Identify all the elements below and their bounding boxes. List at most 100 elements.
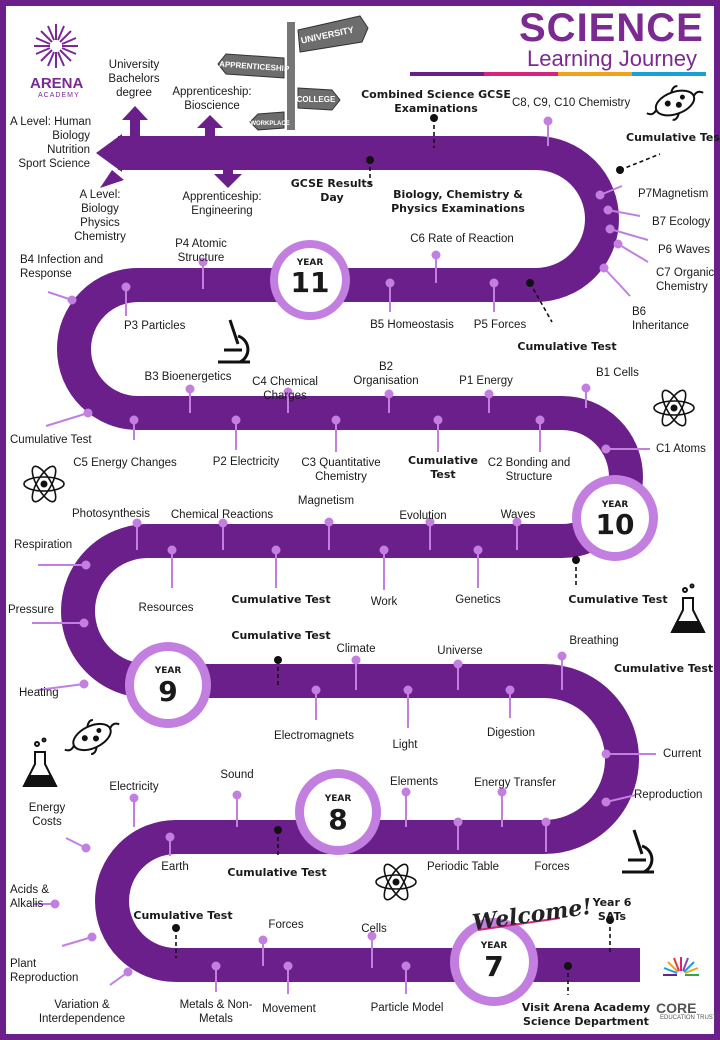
connector-dot	[232, 790, 242, 800]
connector-dot	[505, 685, 515, 695]
y7-cells: Cells	[361, 923, 387, 935]
connector-dot	[50, 899, 60, 909]
y7-cumulative-test: Cumulative Test	[133, 909, 233, 922]
road-arrow-left	[96, 134, 122, 172]
welcome-underline	[477, 917, 561, 931]
header-bar-purple	[410, 72, 484, 76]
header-bar-orange	[558, 72, 632, 76]
y11-p6: P6 Waves	[658, 244, 710, 256]
connector-dot	[231, 415, 241, 425]
connector-dot	[211, 961, 221, 971]
header-bar-blue	[632, 72, 706, 76]
y8-light: Light	[392, 739, 418, 751]
y9-waves: Waves	[500, 509, 536, 521]
connector-dot	[535, 415, 545, 425]
milestone-dot	[172, 924, 180, 932]
y7-visit-science: Visit Arena Academy Science Department	[521, 1001, 651, 1028]
y8-climate: Climate	[336, 643, 376, 655]
dest-university: University Bachelors degree	[108, 59, 160, 99]
atom-icon	[23, 465, 65, 503]
y8-digestion: Digestion	[487, 727, 535, 739]
y10-p2: P2 Electricity	[212, 456, 280, 468]
y8-periodic-table: Periodic Table	[426, 861, 500, 873]
connector-dot	[283, 961, 293, 971]
connector-dot	[324, 517, 334, 527]
y7-forces: Forces	[268, 919, 304, 931]
y11-separate-exams: Biology, Chemistry & Physics Examination…	[391, 188, 525, 215]
connector-dot	[557, 651, 567, 661]
connector-dot	[81, 560, 91, 570]
road-arrow-up-bioscience	[197, 115, 223, 128]
connector-dot	[367, 931, 377, 941]
connector-dot	[331, 415, 341, 425]
y8-elements: Elements	[390, 776, 438, 788]
connector-line	[61, 936, 93, 947]
y7-variation: Variation & Interdependence	[38, 999, 126, 1025]
y9-resources: Resources	[138, 602, 194, 614]
year-7-number: 7	[484, 950, 503, 983]
y11-b5: B5 Homeostasis	[370, 319, 454, 331]
connector-dot	[79, 679, 89, 689]
y11-p5: P5 Forces	[473, 319, 527, 331]
connector-dot	[283, 387, 293, 397]
y8-earth: Earth	[161, 861, 189, 873]
sign-workplace: WORKPLACE	[250, 121, 289, 127]
milestone-dash	[529, 282, 553, 323]
connector-dot	[403, 685, 413, 695]
y10-c2: C2 Bonding and Structure	[487, 457, 571, 483]
connector-line	[45, 412, 89, 427]
y7-movement: Movement	[262, 1003, 316, 1015]
milestone-dot	[564, 962, 572, 970]
connector-dot	[425, 517, 435, 527]
connector-dot	[123, 967, 133, 977]
year-11-number: 11	[291, 266, 330, 299]
dest-alevel-human: A Level: Human Biology Nutrition Sport S…	[10, 116, 92, 170]
y10-c5: C5 Energy Changes	[73, 457, 177, 469]
connector-dot	[198, 257, 208, 267]
connector-dot	[599, 263, 609, 273]
y11-combined-gcse: Combined Science GCSE Examinations	[361, 88, 511, 115]
y10-c4: C4 Chemical Charges	[252, 376, 318, 402]
year-8-badge: YEAR 8	[295, 769, 381, 855]
year-10-label: YEAR	[601, 500, 629, 510]
arena-logo-text: ARENA	[30, 75, 84, 92]
core-logo-subtext: EDUCATION TRUST	[660, 1015, 717, 1021]
y8-energy-costs: Energy Costs	[28, 802, 66, 828]
connector-dot	[129, 793, 139, 803]
arena-logo-icon	[34, 24, 78, 68]
connector-dot	[484, 389, 494, 399]
core-logo-icon	[663, 957, 699, 976]
y8-current: Current	[663, 748, 702, 760]
page-subtitle: Learning Journey	[527, 46, 698, 71]
connector-dot	[167, 545, 177, 555]
connector-dot	[431, 250, 441, 260]
road-arrow-up-university	[122, 106, 148, 120]
y10-p1: P1 Energy	[459, 375, 513, 387]
road-branch-engineering	[223, 166, 233, 176]
connector-dot	[543, 116, 553, 126]
year-11-badge: YEAR 11	[270, 240, 350, 320]
y8-electromagnets: Electromagnets	[274, 730, 354, 742]
page-title: SCIENCE	[519, 6, 704, 50]
y7-plant-reproduction: Plant Reproduction	[10, 958, 79, 984]
connector-dot	[218, 518, 228, 528]
connector-dot	[401, 787, 411, 797]
core-logo-text: CORE	[656, 1000, 697, 1016]
sign-college: COLLEGE	[297, 95, 336, 104]
y8-forces: Forces	[534, 861, 570, 873]
y11-cumulative-test-mid: Cumulative Test	[517, 340, 617, 353]
connector-dot	[83, 408, 93, 418]
y8-reproduction: Reproduction	[634, 789, 703, 801]
milestone-dot	[430, 114, 438, 122]
connector-line	[607, 209, 641, 217]
atom-icon	[653, 389, 695, 427]
y9-evolution: Evolution	[399, 510, 447, 522]
milestone-dash	[619, 153, 661, 171]
atom-icon	[375, 863, 417, 901]
year-9-badge: YEAR 9	[125, 642, 211, 728]
y8-energy-transfer: Energy Transfer	[474, 777, 556, 789]
microscope-icon	[622, 829, 654, 874]
connector-dot	[79, 618, 89, 628]
connector-dot	[185, 384, 195, 394]
arena-logo-subtext: ACADEMY	[38, 92, 80, 99]
